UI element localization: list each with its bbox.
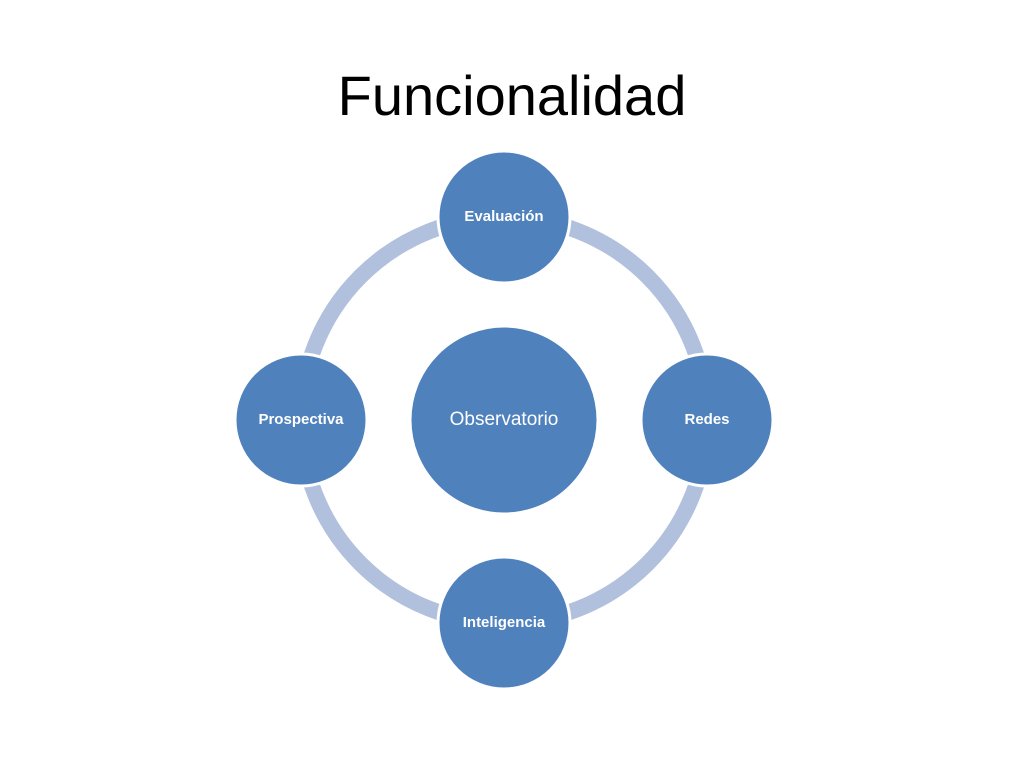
center-node-label: Observatorio xyxy=(450,409,559,430)
node-evaluacion-label: Evaluación xyxy=(464,208,543,225)
node-inteligencia-label: Inteligencia xyxy=(463,614,546,631)
center-node: Observatorio xyxy=(408,324,600,516)
node-redes-label: Redes xyxy=(684,411,729,428)
node-inteligencia: Inteligencia xyxy=(436,555,572,691)
node-prospectiva: Prospectiva xyxy=(233,352,369,488)
node-redes: Redes xyxy=(639,352,775,488)
slide-title: Funcionalidad xyxy=(337,64,687,127)
node-prospectiva-label: Prospectiva xyxy=(258,411,344,428)
node-evaluacion: Evaluación xyxy=(436,149,572,285)
